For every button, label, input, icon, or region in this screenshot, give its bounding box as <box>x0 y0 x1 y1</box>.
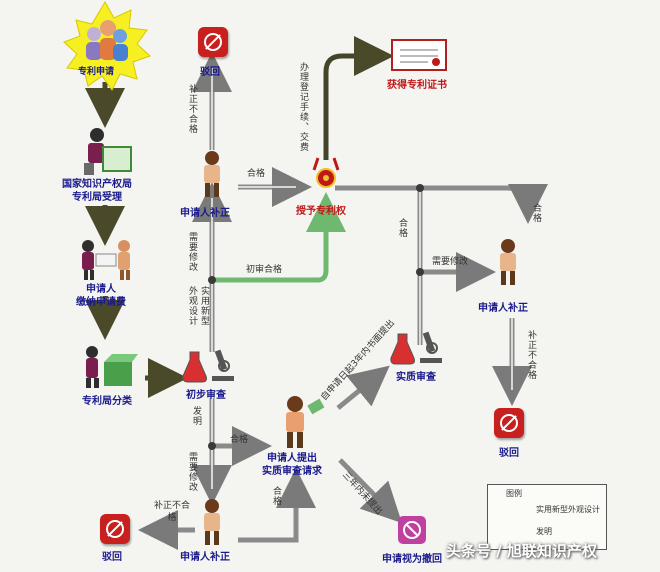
edge-qualified-mid: 合格 <box>230 435 249 445</box>
edge-not-qualified-right: 补正不合格 <box>526 330 536 380</box>
microscope-icon <box>212 349 234 381</box>
reject-stamp-icon <box>198 27 228 57</box>
cert-label: 获得专利证书 <box>387 80 447 91</box>
person-icon <box>204 499 220 545</box>
edge-not-qualified-bottom: 补正不合格 <box>153 501 190 523</box>
edge-prelim-pass: 初审合格 <box>246 265 283 275</box>
patent-apply-icon <box>63 0 151 91</box>
classify-label: 专利局分类 <box>82 396 132 407</box>
reject-stamp-icon <box>494 408 524 438</box>
accept-label: 国家知识产权局 专利局受理 <box>62 179 132 203</box>
apply-label: 专利申请 <box>78 67 115 77</box>
edge-qualified-bottom: 合格 <box>271 486 281 506</box>
certificate-icon <box>391 39 447 71</box>
edge-needs-fix-top: 需要修改 <box>187 232 197 272</box>
reject-top-label: 驳回 <box>200 67 220 78</box>
flask-icon <box>182 351 207 383</box>
prelim-label: 初步审查 <box>186 390 226 401</box>
edge-needs-fix-right: 需要修改 <box>432 257 469 267</box>
edge-qualified-top: 合格 <box>247 169 266 179</box>
grant-label: 授予专利权 <box>296 206 346 217</box>
supplement-bottom-label: 申请人补正 <box>180 552 230 563</box>
edge-utility-design: 实用新型外观设计 <box>187 286 209 326</box>
reject-right-label: 驳回 <box>499 448 519 459</box>
legend-item: 实用新型外观设计 <box>536 505 600 514</box>
office-reception-icon <box>84 128 132 175</box>
request-label: 申请人提出 实质审查请求 <box>262 453 322 477</box>
utility-pass-line <box>212 192 346 283</box>
withdrawn-icon <box>398 516 426 544</box>
supplement-top-label: 申请人补正 <box>180 208 230 219</box>
person-icon <box>500 239 516 285</box>
left-column-arrows <box>85 82 188 398</box>
fee-label: 申请人 缴纳申请费 <box>76 284 126 308</box>
classify-icon <box>86 346 138 388</box>
microscope-icon <box>420 331 442 363</box>
legend-item-2: 发明 <box>536 527 552 536</box>
legend: 图例 实用新型外观设计 发明 <box>487 484 607 550</box>
pay-fee-icon <box>82 240 130 280</box>
edge-needs-fix-bottom: 需要修改 <box>187 452 197 492</box>
edge-register: 办理登记手续、交费 <box>298 62 308 152</box>
supplement-right-label: 申请人补正 <box>478 303 528 314</box>
edge-qualified-right: 合格 <box>397 218 407 238</box>
edge-qualified-right2: 合格 <box>531 203 541 223</box>
person-icon <box>204 151 220 197</box>
substantive-label: 实质审查 <box>396 372 436 383</box>
reject-stamp-icon <box>100 514 130 544</box>
person-icon <box>286 396 325 448</box>
legend-title: 图例 <box>506 489 522 498</box>
medal-icon <box>312 157 340 188</box>
edge-invention: 发明 <box>191 406 201 426</box>
register-line <box>323 36 394 160</box>
watermark: 头条号 / 旭联知识产权 <box>446 542 597 560</box>
junction-dots <box>208 184 424 450</box>
withdrawn-label: 申请视为撤回 <box>382 554 442 565</box>
edge-not-qualified-top: 补正不合格 <box>187 84 197 134</box>
flask-icon <box>390 333 415 365</box>
reject-bottom-label: 驳回 <box>102 552 122 563</box>
